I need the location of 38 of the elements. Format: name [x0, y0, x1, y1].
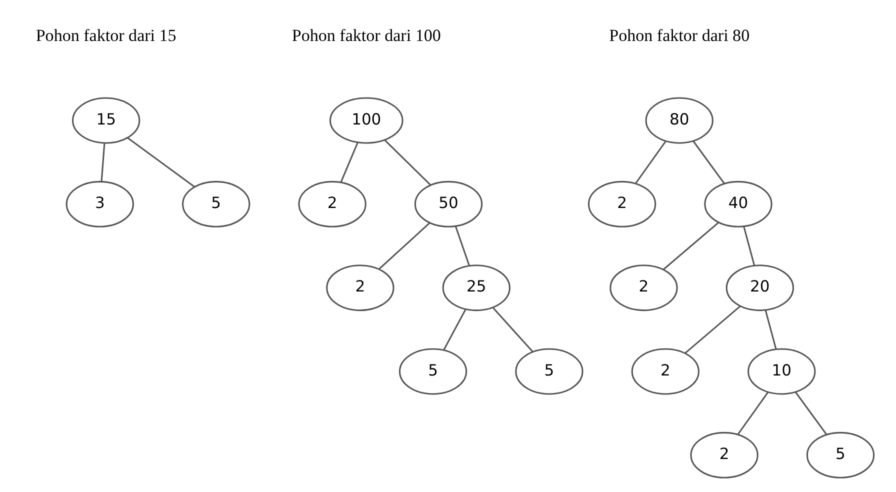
connector	[126, 137, 194, 188]
connector	[442, 308, 466, 350]
connector	[454, 226, 470, 266]
connector	[764, 310, 776, 350]
label: Pohon faktor dari 100	[291, 26, 440, 46]
node-ellipse: 2	[587, 180, 656, 228]
node-ellipse: 2	[630, 348, 699, 395]
connector	[634, 140, 666, 184]
connector	[492, 307, 533, 352]
node-ellipse: 5	[514, 348, 583, 395]
node-ellipse: 50	[414, 180, 482, 228]
connector	[662, 222, 719, 270]
node-ellipse: 10	[747, 348, 816, 395]
node-ellipse: 80	[644, 97, 713, 144]
node-ellipse: 15	[72, 97, 140, 144]
connector	[340, 142, 358, 182]
connector	[100, 143, 105, 182]
connector	[684, 305, 740, 354]
label: Pohon faktor dari 15	[35, 26, 176, 46]
label: Pohon faktor dari 80	[608, 26, 750, 46]
node-ellipse: 2	[298, 180, 366, 228]
node-ellipse: 2	[609, 264, 678, 312]
connector	[794, 392, 827, 436]
node-ellipse: 40	[704, 180, 772, 228]
node-ellipse: 3	[65, 180, 134, 228]
node-ellipse: 2	[326, 264, 394, 312]
connector	[737, 392, 768, 435]
connector	[378, 222, 430, 270]
node-ellipse: 20	[725, 264, 794, 312]
node-ellipse: 100	[328, 97, 403, 144]
node-ellipse: 25	[442, 264, 510, 312]
connector	[384, 139, 430, 186]
node-ellipse: 2	[690, 432, 758, 478]
node-ellipse: 5	[182, 180, 250, 228]
connector	[742, 226, 755, 266]
node-ellipse: 5	[398, 348, 467, 395]
connector	[692, 140, 724, 184]
node-ellipse: 5	[806, 432, 874, 478]
